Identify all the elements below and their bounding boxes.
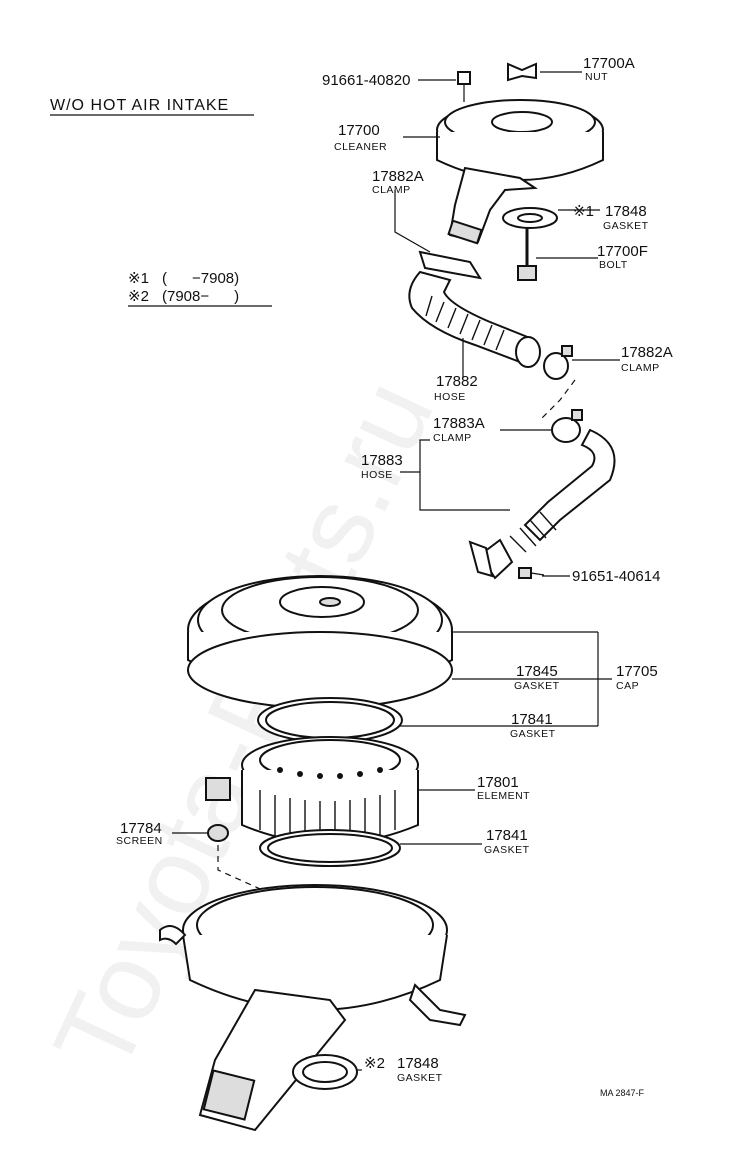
screen-17784-drawing — [205, 777, 231, 842]
part-number: 17801 — [477, 774, 519, 791]
note-1-mark: ※1 — [128, 270, 149, 287]
part-number: 17883A — [433, 415, 485, 432]
part-number: 17700A — [583, 55, 635, 72]
part-number: 17848 — [397, 1055, 439, 1072]
part-name: HOSE — [434, 391, 466, 403]
note-2-mark: ※2 — [128, 288, 149, 305]
part-number: 17882A — [621, 344, 673, 361]
label-gasket-17848-bottom: ※2 17848 GASKET — [364, 1055, 443, 1084]
screw-91651-drawing — [518, 567, 545, 579]
gasket-17841-b-drawing — [259, 829, 401, 867]
part-number: 17784 — [120, 820, 162, 837]
gasket-17845-drawing — [187, 631, 453, 709]
label-clamp-17883A: 17883A CLAMP — [433, 415, 485, 444]
bolt-91661-drawing — [457, 71, 471, 102]
part-number: 17845 — [516, 663, 558, 680]
screen-position-line — [217, 845, 297, 940]
part-name: BOLT — [599, 259, 628, 271]
part-name: HOSE — [361, 469, 393, 481]
label-gasket-17845: 17845 GASKET — [514, 663, 560, 692]
part-name: CLAMP — [372, 184, 411, 196]
label-bolt-91661: 91661-40820 — [322, 72, 410, 89]
part-number: 17848 — [605, 203, 647, 220]
part-number: 17700 — [338, 122, 380, 139]
part-name: CAP — [616, 680, 639, 692]
gasket-17841-a-drawing — [257, 697, 403, 743]
note-2: ※2 (7908− ) — [128, 288, 239, 305]
drawing-code: MA 2847-F — [600, 1088, 645, 1098]
part-number: 17882 — [436, 373, 478, 390]
label-cap-17705: 17705 CAP — [616, 663, 658, 692]
part-number: 91651-40614 — [572, 568, 660, 585]
label-gasket-17841-b: 17841 GASKET — [484, 827, 530, 856]
element-17801-drawing — [241, 736, 419, 845]
label-hose-17883: 17883 HOSE — [361, 452, 403, 481]
part-number: 91661-40820 — [322, 72, 410, 89]
label-bolt-17700F: 17700F BOLT — [597, 243, 648, 271]
hose-17882-drawing — [408, 270, 541, 368]
label-screen-17784: 17784 SCREEN — [116, 820, 163, 847]
hose-connection-line — [539, 379, 576, 421]
note-2-range: (7908− ) — [162, 288, 239, 305]
label-clamp-17882A-top: 17882A CLAMP — [372, 168, 424, 196]
cleaner-case-drawing — [159, 884, 467, 1132]
part-number: 17883 — [361, 452, 403, 469]
gasket-17848-top-drawing — [502, 207, 558, 229]
part-name: GASKET — [603, 220, 649, 232]
clamp-17882A-top-drawing — [418, 250, 483, 280]
part-mark: ※2 — [364, 1055, 385, 1072]
part-name: GASKET — [510, 728, 556, 740]
hose-17883-drawing — [468, 409, 616, 580]
note-1: ※1 ( −7908) — [128, 270, 239, 287]
part-number: 17705 — [616, 663, 658, 680]
note-1-range: ( −7908) — [162, 270, 239, 287]
part-name: GASKET — [514, 680, 560, 692]
part-name: ELEMENT — [477, 790, 530, 802]
label-clamp-17882A-right: 17882A CLAMP — [621, 344, 673, 374]
part-name: CLAMP — [433, 432, 472, 444]
part-number: 17841 — [486, 827, 528, 844]
part-number: 17700F — [597, 243, 648, 260]
label-screw-91651: 91651-40614 — [572, 568, 660, 585]
label-element-17801: 17801 ELEMENT — [477, 774, 530, 802]
label-hose-17882: 17882 HOSE — [434, 373, 478, 403]
gasket-17848-bottom-drawing — [292, 1054, 358, 1090]
part-number: 17841 — [511, 711, 553, 728]
part-name: CLAMP — [621, 362, 660, 374]
part-name: CLEANER — [334, 141, 387, 153]
label-cleaner-17700: 17700 CLEANER — [334, 122, 387, 153]
bolt-17700F-drawing — [517, 228, 537, 281]
part-name: SCREEN — [116, 835, 163, 847]
label-gasket-17848-top: ※1 17848 GASKET — [573, 203, 649, 232]
part-number: 17882A — [372, 168, 424, 185]
part-name: NUT — [585, 71, 608, 83]
part-name: GASKET — [484, 844, 530, 856]
cleaner-top-drawing — [436, 99, 604, 245]
clamp-17882A-right-drawing — [543, 345, 573, 380]
part-name: GASKET — [397, 1072, 443, 1084]
part-mark: ※1 — [573, 203, 594, 220]
label-nut-17700A: 17700A NUT — [583, 55, 635, 83]
wing-nut-drawing — [507, 62, 537, 82]
leader-lines — [172, 71, 620, 1071]
diagram-title: W/O HOT AIR INTAKE — [50, 97, 229, 114]
label-gasket-17841-a: 17841 GASKET — [510, 711, 556, 740]
